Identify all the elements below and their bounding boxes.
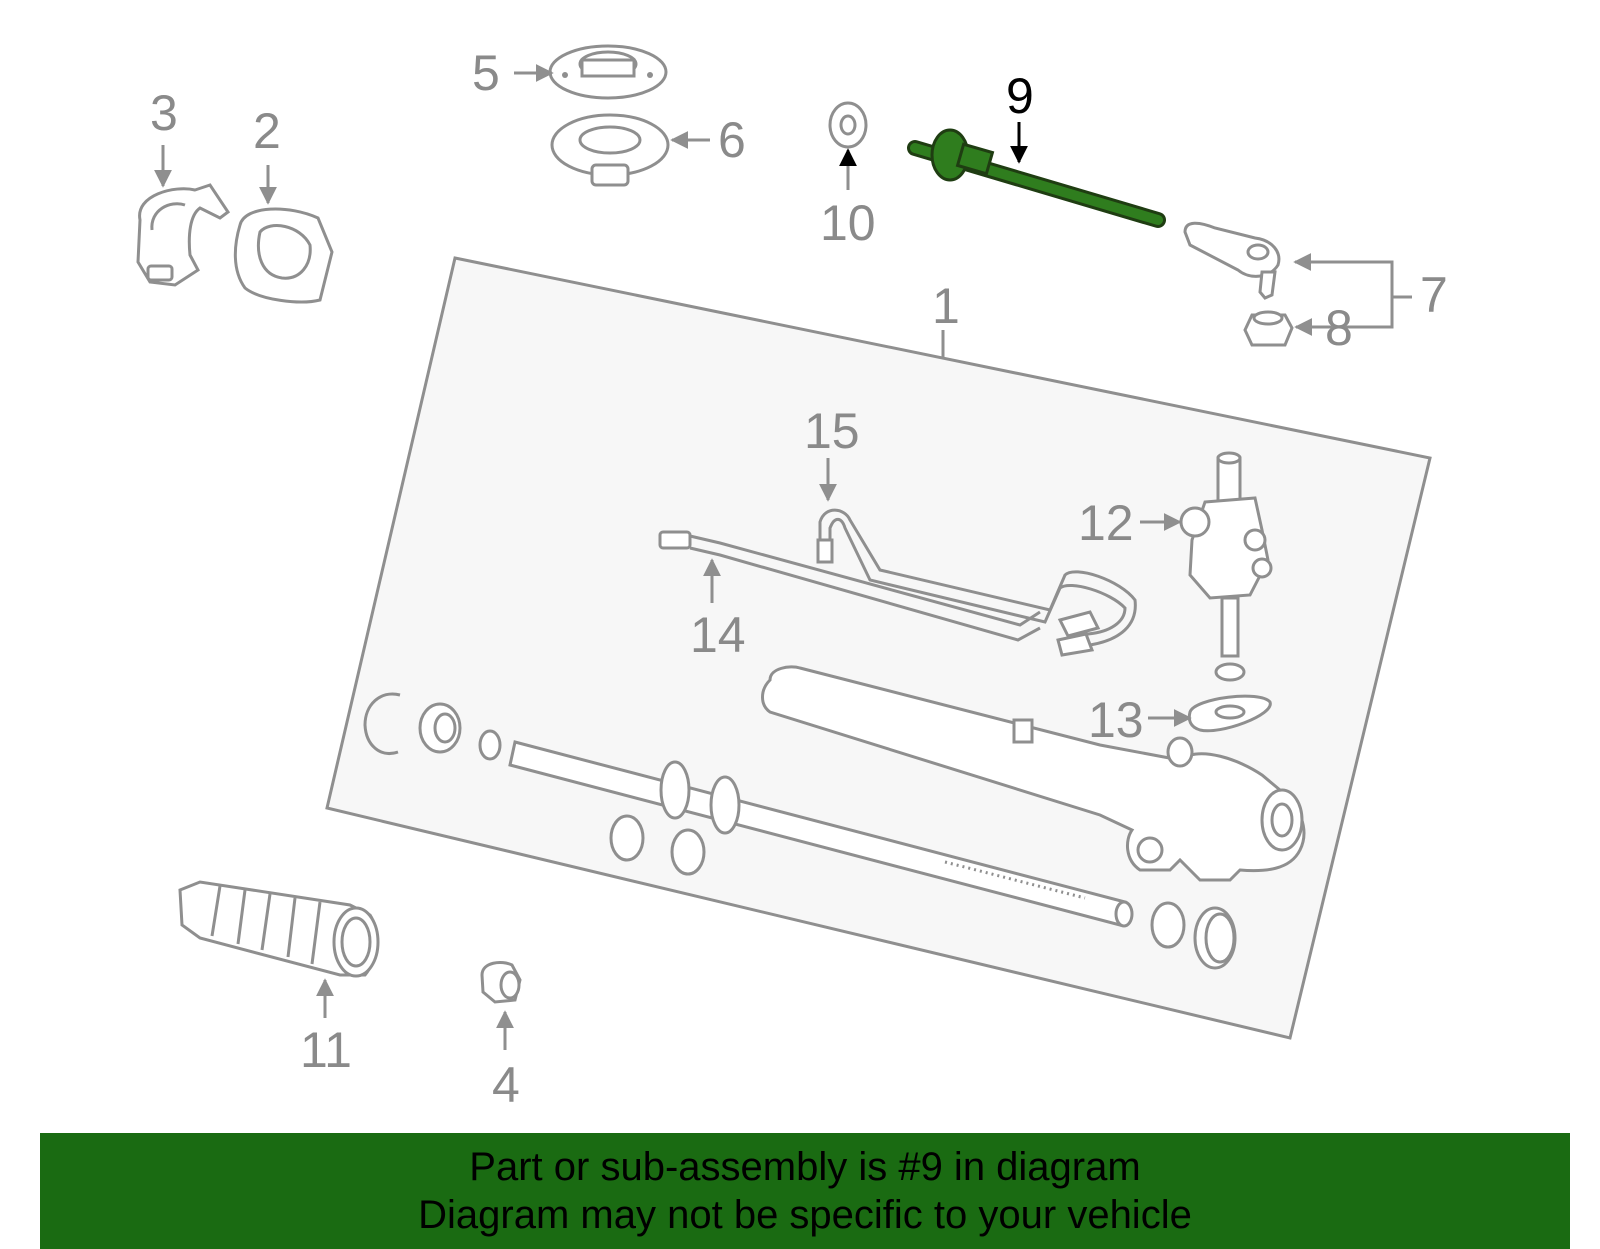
- banner-line-1: Part or sub-assembly is #9 in diagram: [469, 1145, 1141, 1189]
- rack-housing[interactable]: [761, 665, 1306, 882]
- bushing-part-2[interactable]: [233, 207, 334, 304]
- callout-6: 6: [718, 112, 746, 168]
- callout-14: 14: [690, 607, 746, 663]
- callout-3: 3: [150, 85, 178, 141]
- boot-part-11[interactable]: [178, 880, 380, 978]
- callout-4: 4: [492, 1057, 520, 1113]
- callout-8: 8: [1325, 300, 1353, 356]
- mount-part-6[interactable]: [550, 113, 670, 187]
- callout-7: 7: [1420, 267, 1448, 323]
- inner-tie-rod-part-9[interactable]: [907, 128, 1166, 228]
- banner-line-2: Diagram may not be specific to your vehi…: [418, 1193, 1192, 1237]
- callout-7-bracket: [1352, 260, 1412, 329]
- assembly-panel: [325, 256, 1432, 1040]
- info-banner: Part or sub-assembly is #9 in diagram Di…: [40, 1133, 1570, 1249]
- gasket-part-13[interactable]: [1187, 694, 1272, 733]
- callout-13: 13: [1088, 692, 1144, 748]
- leader-arrows: [154, 64, 1352, 1050]
- mount-part-5[interactable]: [548, 44, 668, 100]
- callout-9: 9: [1006, 68, 1034, 124]
- callout-11: 11: [300, 1022, 352, 1078]
- hose-part-15[interactable]: [816, 508, 1137, 647]
- callout-10: 10: [820, 195, 876, 251]
- callout-12: 12: [1078, 495, 1134, 551]
- clamp-part-3[interactable]: [136, 183, 231, 287]
- callout-5: 5: [472, 45, 500, 101]
- callout-2: 2: [253, 103, 281, 159]
- tie-rod-end-part-7[interactable]: [1183, 221, 1281, 300]
- nut-part-8[interactable]: [1243, 310, 1294, 347]
- hose-part-14[interactable]: [658, 530, 1101, 657]
- seal-rings: [363, 692, 1237, 970]
- callout-15: 15: [804, 403, 860, 459]
- rack-shaft[interactable]: [508, 740, 1134, 928]
- callout-1: 1: [932, 278, 960, 334]
- washer-part-10[interactable]: [828, 101, 868, 149]
- nut-part-4[interactable]: [480, 961, 522, 1004]
